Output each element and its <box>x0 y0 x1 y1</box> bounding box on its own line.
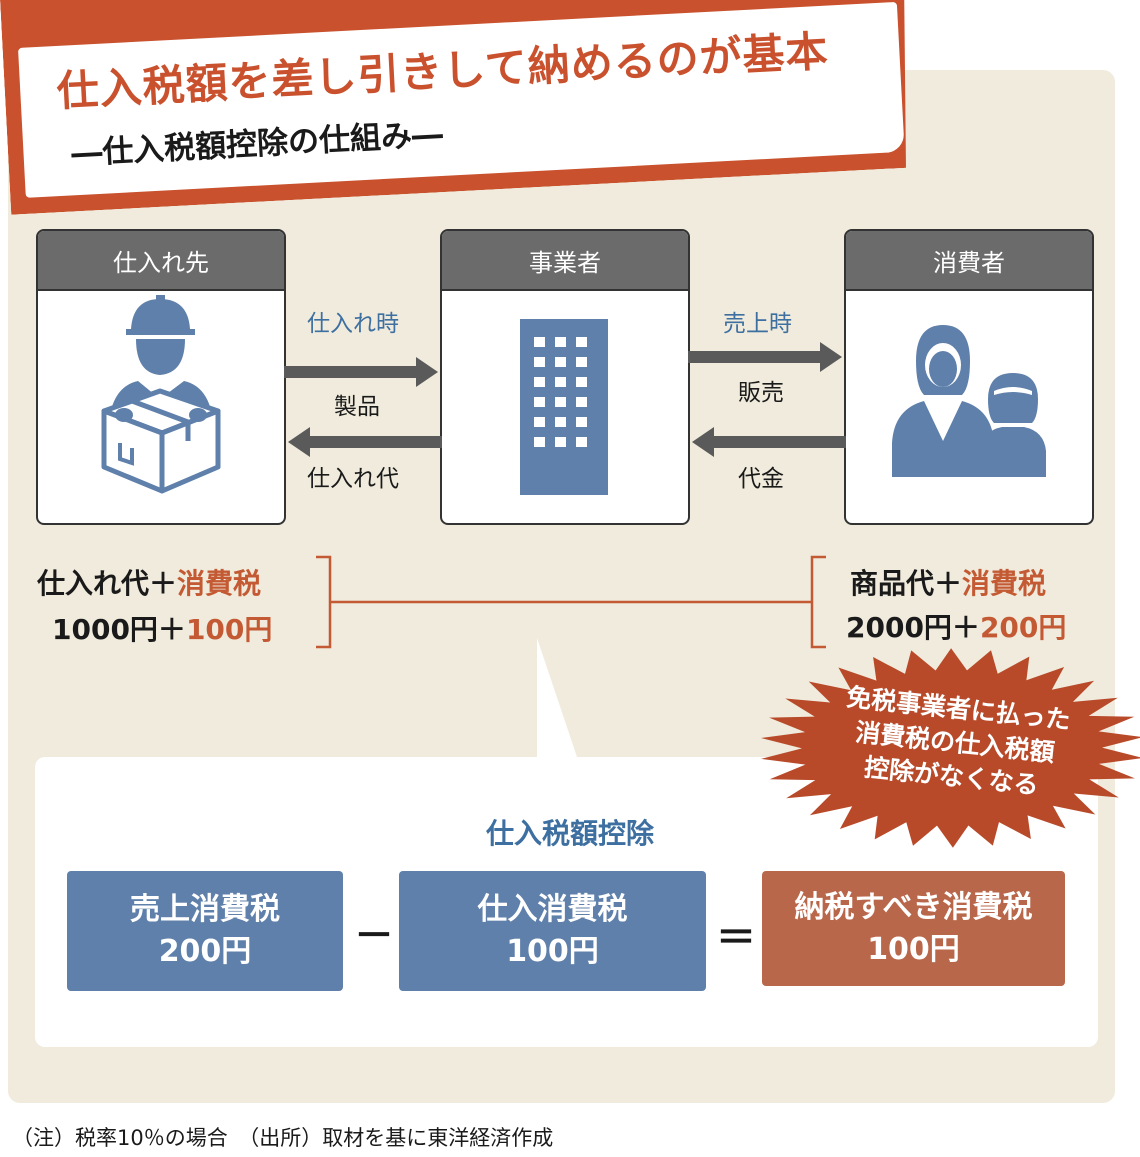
product-label: 製品 <box>334 394 380 420</box>
equals-sign: ＝ <box>716 915 756 961</box>
business-label: 事業者 <box>442 231 688 291</box>
left-amount-line1: 仕入れ代＋消費税 <box>37 562 261 602</box>
sale-arrow-right <box>688 342 842 372</box>
deduction-title: 仕入税額控除 <box>485 817 654 850</box>
consumer-label: 消費者 <box>846 231 1092 291</box>
product-price-value: 2000円＋ <box>846 611 980 644</box>
purchase-time-label: 仕入れ時 <box>307 311 399 337</box>
purchase-price-value: 1000円＋ <box>52 613 186 646</box>
office-building-icon <box>520 319 608 495</box>
sales-tax-amount: 200円 <box>158 934 252 969</box>
right-amount-line1: 商品代＋消費税 <box>850 562 1046 602</box>
business-box: 事業者 <box>440 229 690 525</box>
right-amount-line2: 2000円＋200円 <box>846 606 1066 646</box>
consumers-icon <box>892 325 1046 477</box>
supplier-label: 仕入れ先 <box>38 231 284 291</box>
payable-tax-amount: 100円 <box>867 931 960 967</box>
purchase-tax-label: 仕入消費税 <box>477 892 628 927</box>
sales-tax-box: 売上消費税 200円 <box>67 871 343 991</box>
footnote: （注）税率10％の場合 （出所）取材を基に東洋経済作成 <box>12 1126 554 1150</box>
purchase-tax-box: 仕入消費税 100円 <box>399 871 706 991</box>
purchase-tax-value: 100円 <box>185 613 273 646</box>
payment-label: 代金 <box>738 466 784 492</box>
minus-sign: － <box>354 913 394 959</box>
purchase-price-text: 仕入れ代＋ <box>37 567 178 600</box>
sale-label: 販売 <box>738 380 784 406</box>
consumption-tax-text: 消費税 <box>177 567 262 600</box>
product-price-text: 商品代＋ <box>850 567 963 600</box>
sales-tax-value: 200円 <box>979 611 1067 644</box>
purchase-payment-label: 仕入れ代 <box>307 466 399 492</box>
payable-tax-label: 納税すべき消費税 <box>794 889 1033 925</box>
supplier-box: 仕入れ先 <box>36 229 286 525</box>
consumer-box: 消費者 <box>844 229 1094 525</box>
consumption-tax-text: 消費税 <box>962 567 1047 600</box>
product-arrow-right <box>284 357 438 387</box>
payment-arrow-left <box>288 427 442 457</box>
worker-with-box-icon <box>101 295 221 494</box>
price-arrow-left <box>692 427 846 457</box>
payable-tax-box: 納税すべき消費税 100円 <box>762 871 1065 986</box>
sales-time-label: 売上時 <box>723 311 792 337</box>
sales-tax-label: 売上消費税 <box>130 892 280 927</box>
left-amount-line2: 1000円＋100円 <box>52 608 272 648</box>
purchase-tax-amount: 100円 <box>506 934 599 969</box>
